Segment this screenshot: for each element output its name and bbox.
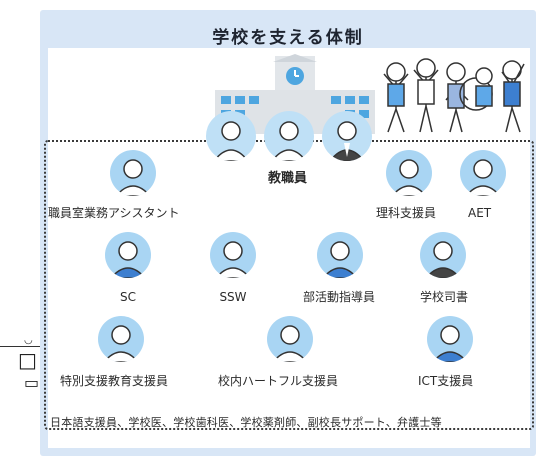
teacher-avatar-1	[206, 111, 256, 161]
sc-avatar	[105, 232, 151, 278]
students-illustration	[383, 58, 525, 133]
ssw-avatar	[210, 232, 256, 278]
office-assistant-avatar	[110, 150, 156, 196]
other-support-list: 日本語支援員、学校医、学校歯科医、学校薬剤師、副校長サポート、弁護士等	[50, 416, 442, 429]
teacher-avatar-2	[264, 111, 314, 161]
role-label: 校内ハートフル支援員	[218, 374, 339, 388]
role-label: SSW	[219, 290, 247, 304]
school-librarian-avatar	[420, 232, 466, 278]
role-label: 職員室業務アシスタント	[48, 206, 180, 220]
science-support-avatar	[386, 150, 432, 196]
special-needs-support-avatar	[98, 316, 144, 362]
role-label: 部活動指導員	[303, 290, 376, 304]
heartful-support-avatar	[267, 316, 313, 362]
ict-support-avatar	[427, 316, 473, 362]
left-margin	[0, 0, 40, 456]
page-title: 学校を支える体制	[212, 28, 364, 48]
central-staff-label: 教職員	[268, 171, 308, 186]
role-label: 学校司書	[420, 290, 469, 304]
role-label: AET	[468, 206, 492, 220]
aet-avatar	[460, 150, 506, 196]
role-label: 特別支援教育支援員	[60, 374, 169, 388]
margin-cropped-glyphs: ◡ □ ▭	[18, 335, 40, 392]
role-label: SC	[120, 290, 136, 304]
club-instructor-avatar	[317, 232, 363, 278]
teacher-avatar-3	[322, 111, 372, 161]
margin-rule-line	[0, 346, 40, 347]
role-label: ICT支援員	[418, 374, 474, 388]
role-label: 理科支援員	[376, 206, 437, 220]
